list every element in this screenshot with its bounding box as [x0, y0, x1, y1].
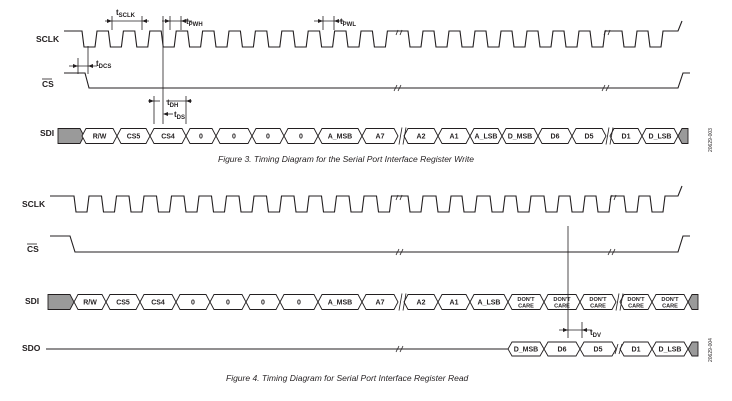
fig3-tpwh-label: tPWH — [186, 17, 203, 28]
fig3-cs-label: CS — [42, 79, 54, 89]
bus-bit-box — [571, 128, 607, 144]
fig4-sdo-label: SDO — [22, 343, 41, 353]
bus-bit-label: D_MSB — [508, 134, 533, 141]
fig4-tdv-label: tDV — [590, 328, 601, 339]
bus-bit-label: A_LSB — [475, 134, 498, 141]
fig4-sdo-bus: D_MSB D6 D5 D1 D_LSB — [46, 341, 699, 357]
sdo-bit-label: D6 — [558, 347, 567, 354]
fig4-sdi-label: SDI — [25, 296, 39, 306]
bus-bit-label: 0 — [261, 300, 265, 307]
fig3-tsclk-label: tSCLK — [116, 8, 136, 19]
bus-bit-label: CS5 — [116, 300, 130, 307]
fig3-sclk-label: SCLK — [36, 34, 60, 44]
bus-bit-label: R/W — [83, 300, 97, 307]
bus-bit-label: 0 — [232, 134, 236, 141]
figure-4-read-timing: SCLK CS SDI SDO R/W CS5 CS4 0 0 0 0 A_MSB A7 A2 A1… — [22, 185, 714, 383]
dont-care-label: CARE — [628, 304, 644, 310]
dont-care-label: CARE — [662, 304, 678, 310]
fig4-figure-code: 20629-004 — [708, 338, 714, 362]
fig4-sclk-waveform — [50, 185, 683, 213]
fig3-tpwl-label: tPWL — [340, 17, 356, 28]
bus-bit-label: A2 — [417, 300, 426, 307]
fig3-cs-waveform — [64, 72, 690, 89]
sdo-bit-label: D1 — [632, 347, 641, 354]
sdo-bit-label: D_MSB — [514, 347, 539, 354]
bus-bit-label: R/W — [93, 134, 107, 141]
bus-bit-label: 0 — [191, 300, 195, 307]
dont-care-label: CARE — [518, 304, 534, 310]
bus-bit-label: D6 — [551, 134, 560, 141]
fig3-sdi-bus: R/W CS5 CS4 0 0 0 0 A_MSB A7 A2 A1 A_LSB D_MSB D6 D5 D1… — [57, 127, 689, 145]
bus-bit-label: 0 — [299, 134, 303, 141]
bus-bit-label: 0 — [199, 134, 203, 141]
bus-bit-label: D_LSB — [649, 134, 672, 141]
fig3-figure-code: 20629-003 — [708, 128, 714, 152]
bus-bit-label: A_LSB — [478, 300, 501, 307]
fig4-cs-label: CS — [27, 244, 39, 254]
dont-care-label: DON'T — [517, 297, 535, 303]
bus-bit-box — [579, 294, 617, 310]
dont-care-label: DON'T — [661, 297, 679, 303]
bus-bit-label: A_MSB — [328, 300, 353, 307]
fig4-sclk-label: SCLK — [22, 199, 46, 209]
sdo-bit-label: D_LSB — [659, 347, 682, 354]
bus-bit-label: D1 — [622, 134, 631, 141]
fig3-tdh-label: tDH — [167, 98, 178, 109]
fig3-tdcs-label: tDCS — [96, 59, 111, 70]
fig4-cs-waveform — [50, 235, 690, 253]
fig3-sdi-label: SDI — [40, 128, 54, 138]
dont-care-label: DON'T — [589, 297, 607, 303]
bus-bit-label: CS5 — [127, 134, 141, 141]
dont-care-label: CARE — [554, 304, 570, 310]
bus-bit-box — [361, 128, 399, 144]
bus-bit-label: CS4 — [161, 134, 175, 141]
bus-bit-box — [361, 294, 399, 310]
bus-bit-label: 0 — [266, 134, 270, 141]
bus-bit-label: A7 — [376, 134, 385, 141]
figure-3-write-timing: SCLK CS SDI R/W CS5 CS4 0 0 0 0 A_MSB A7 A2 A1 A_LS… — [36, 8, 714, 164]
sdo-bit-box — [579, 341, 617, 357]
dont-care-label: CARE — [590, 304, 606, 310]
bus-bit-label: A7 — [376, 300, 385, 307]
bus-bit-label: A2 — [417, 134, 426, 141]
bus-bit-label: A1 — [450, 300, 459, 307]
fig4-caption: Figure 4. Timing Diagram for Serial Port… — [226, 373, 469, 383]
bus-bit-label: 0 — [226, 300, 230, 307]
sdo-bit-label: D5 — [594, 347, 603, 354]
fig3-caption: Figure 3. Timing Diagram for the Serial … — [218, 154, 474, 164]
bus-bit-label: A_MSB — [328, 134, 353, 141]
dont-care-label: DON'T — [553, 297, 571, 303]
bus-bit-label: CS4 — [151, 300, 165, 307]
dont-care-label: DON'T — [627, 297, 645, 303]
bus-bit-label: A1 — [450, 134, 459, 141]
fig3-tds-label: tDS — [174, 110, 185, 121]
bus-bit-label: D5 — [585, 134, 594, 141]
fig3-sclk-waveform — [64, 20, 683, 48]
bus-bit-label: 0 — [297, 300, 301, 307]
